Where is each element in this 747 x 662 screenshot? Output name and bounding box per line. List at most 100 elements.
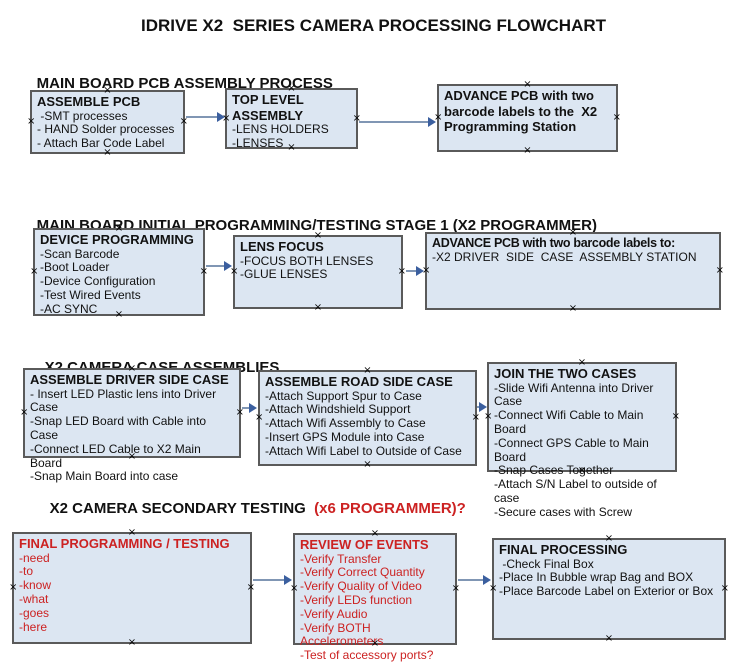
box-line: -Attach Wifi Label to Outside of Case (265, 443, 462, 458)
box-lines: -X2 DRIVER SIDE CASE ASSEMBLY STATION (432, 250, 714, 265)
box-line: -Snap LED Board with Cable into Case (30, 414, 210, 442)
arrowhead-icon (249, 403, 257, 413)
connection-anchor-icon: × (255, 412, 264, 423)
connection-anchor-icon: × (671, 411, 680, 422)
connector-line (406, 270, 416, 272)
box-line: -Place Barcode Label on Exterior or Box (499, 584, 714, 599)
connector-line (458, 579, 483, 581)
flow-box-assemble-driver-side-case: ASSEMBLE DRIVER SIDE CASE - Insert LED P… (20, 364, 244, 484)
connection-anchor-icon: × (27, 116, 36, 127)
flow-box-review-of-events: REVIEW OF EVENTS -Verify Transfer-Verify… (290, 529, 460, 662)
box-line: -need (19, 550, 50, 565)
connection-anchor-icon: × (127, 637, 137, 648)
box-line: -to (19, 564, 34, 579)
box-title: JOIN THE TWO CASES (494, 366, 637, 381)
connection-anchor-icon: × (604, 633, 614, 644)
box-line: -AC SYNC (40, 301, 98, 316)
box-line: -Snap Cases Together (494, 463, 614, 478)
connector-arrow (186, 112, 225, 122)
flow-box-assemble-pcb: ASSEMBLE PCB -SMT processes- HAND Solder… (27, 86, 188, 158)
arrowhead-icon (217, 112, 225, 122)
flow-box-device-programming: DEVICE PROGRAMMING -Scan Barcode-Boot Lo… (30, 224, 208, 320)
connector-arrow (406, 266, 424, 276)
box-line: -know (19, 578, 52, 593)
box-lines: -FOCUS BOTH LENSES-GLUE LENSES (240, 254, 396, 283)
box-title: ADVANCE PCB with two barcode labels to t… (444, 88, 601, 135)
box-line: -Verify BOTH Accelerometers (300, 620, 384, 649)
connection-anchor-icon: × (20, 407, 29, 418)
section-heading-red-suffix: (x6 PROGRAMMER)? (309, 500, 466, 517)
box-line: -Check Final Box (499, 556, 594, 571)
box-title: ADVANCE PCB with two barcode labels to: (432, 236, 675, 250)
flow-box-advance-pcb-driver-side: ADVANCE PCB with two barcode labels to: … (422, 228, 724, 314)
section-heading-text: MAIN BOARD PCB ASSEMBLY PROCESS (36, 75, 333, 92)
flow-box-top-level-assembly: TOP LEVEL ASSEMBLY -LENS HOLDERS-LENSES … (222, 84, 361, 153)
box-line: -LENS HOLDERS (232, 122, 329, 137)
box-lines: -need-to-know-what-goes-here (19, 550, 245, 635)
box-lines: -Verify Transfer-Verify Correct Quantity… (300, 552, 450, 662)
box-title: LENS FOCUS (240, 239, 324, 254)
connector-arrow (458, 575, 491, 585)
flow-box-lens-focus: LENS FOCUS -FOCUS BOTH LENSES-GLUE LENSE… (230, 231, 406, 313)
box-line: -Connect LED Cable to X2 Main Board (30, 441, 205, 470)
arrowhead-icon (479, 402, 487, 412)
box-title: ASSEMBLE DRIVER SIDE CASE (30, 372, 229, 387)
connection-anchor-icon: × (568, 303, 578, 314)
connection-anchor-icon: × (523, 145, 532, 156)
connection-anchor-icon: × (313, 302, 323, 313)
box-title: DEVICE PROGRAMMING (40, 232, 194, 247)
box-line: -GLUE LENSES (240, 267, 328, 282)
box-line: -Attach Wifi Assembly to Case (265, 416, 426, 431)
box-line: -Test of accessory ports? (300, 648, 434, 662)
connection-anchor-icon: × (290, 583, 299, 594)
box-line: -Place In Bubble wrap Bag and BOX (499, 570, 694, 585)
connection-anchor-icon: × (9, 582, 18, 593)
box-line: - Attach Bar Code Label (37, 136, 165, 151)
box-line: -X2 DRIVER SIDE CASE ASSEMBLY STATION (432, 250, 697, 264)
connection-anchor-icon: × (489, 583, 498, 594)
section-heading-pcb-assembly: MAIN BOARD PCB ASSEMBLY PROCESS (20, 58, 333, 109)
connection-anchor-icon: × (451, 583, 460, 594)
flow-box-advance-pcb-programming-station: ADVANCE PCB with two barcode labels to t… (434, 80, 621, 156)
connection-anchor-icon: × (484, 411, 493, 422)
connection-anchor-icon: × (30, 266, 39, 277)
connector-line (206, 265, 224, 267)
connector-line (477, 406, 479, 408)
box-line: -Attach Windshield Support (265, 402, 411, 417)
box-lines: -Check Final Box-Place In Bubble wrap Ba… (499, 556, 719, 599)
box-line: -Scan Barcode (40, 246, 120, 261)
box-line: -Device Configuration (40, 274, 156, 289)
flow-box-assemble-road-side-case: ASSEMBLE ROAD SIDE CASE -Attach Support … (255, 366, 480, 470)
box-line: -Verify LEDs function (300, 592, 413, 607)
box-line: -SMT processes (37, 108, 128, 123)
arrowhead-icon (224, 261, 232, 271)
box-line: -here (19, 619, 48, 634)
connector-line (359, 121, 428, 123)
box-line: - HAND Solder processes (37, 122, 175, 137)
connection-anchor-icon: × (397, 266, 406, 277)
connector-arrow (242, 403, 257, 413)
box-line: -Verify Quality of Video (300, 579, 422, 594)
box-line: -Test Wired Events (40, 287, 141, 302)
box-line: -Verify Correct Quantity (300, 565, 425, 580)
box-line: -Connect Wifi Cable to Main Board (494, 408, 647, 436)
box-line: -LENSES (232, 135, 284, 150)
box-line: - Insert LED Plastic lens into Driver Ca… (30, 386, 220, 415)
connection-anchor-icon: × (363, 459, 372, 470)
page-title: IDRIVE X2 SERIES CAMERA PROCESSING FLOWC… (140, 16, 607, 35)
box-line: -Attach Support Spur to Case (265, 388, 422, 403)
box-title: ASSEMBLE ROAD SIDE CASE (265, 374, 453, 389)
box-line: -Secure cases with Screw (494, 504, 633, 519)
connection-anchor-icon: × (715, 265, 724, 276)
box-line: -Attach S/N Label to outside of case (494, 477, 661, 505)
connection-anchor-icon: × (471, 412, 480, 423)
box-line: -goes (19, 605, 50, 620)
connector-arrow (253, 575, 292, 585)
arrowhead-icon (416, 266, 424, 276)
connector-arrow (206, 261, 232, 271)
box-lines: -SMT processes- HAND Solder processes- A… (37, 108, 178, 151)
connector-line (253, 579, 284, 581)
arrowhead-icon (284, 575, 292, 585)
box-title: TOP LEVEL ASSEMBLY (232, 92, 307, 123)
flow-box-join-the-two-cases: JOIN THE TWO CASES -Slide Wifi Antenna i… (484, 358, 680, 519)
